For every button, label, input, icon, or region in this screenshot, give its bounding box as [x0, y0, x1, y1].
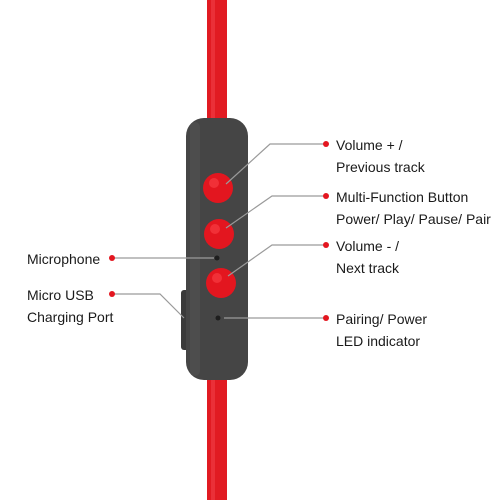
label-volume-up-line2: Previous track: [336, 159, 425, 175]
label-micro-usb: Micro USB Charging Port: [27, 284, 113, 328]
callout-multi-function: [225, 195, 326, 229]
label-multi-function-line2: Power/ Play/ Pause/ Pair: [336, 211, 491, 227]
label-volume-up-line1: Volume + /: [336, 137, 403, 153]
label-microphone: Microphone: [27, 248, 100, 270]
label-volume-down: Volume - / Next track: [336, 235, 399, 279]
led-indicator: [215, 315, 221, 321]
callout-dot-volume-down: [323, 242, 329, 248]
label-micro-usb-line1: Micro USB: [27, 287, 94, 303]
callout-volume-down: [227, 244, 326, 277]
cable-top: [207, 0, 227, 130]
label-microphone-line1: Microphone: [27, 251, 101, 267]
callout-volume-up: [225, 143, 326, 185]
label-volume-up: Volume + / Previous track: [336, 134, 425, 178]
label-micro-usb-line2: Charging Port: [27, 309, 114, 325]
volume-up-button: [203, 173, 233, 203]
volume-down-button: [206, 268, 236, 298]
callout-dot-microphone: [109, 255, 115, 261]
microphone-hole: [214, 255, 220, 261]
callout-dot-micro-usb: [109, 291, 115, 297]
remote-body: [186, 118, 248, 380]
label-pairing-led: Pairing/ Power LED indicator: [336, 308, 427, 352]
callout-micro-usb: [112, 293, 185, 319]
label-pairing-led-line1: Pairing/ Power: [336, 311, 428, 327]
callout-dot-volume-up: [323, 141, 329, 147]
label-pairing-led-line2: LED indicator: [336, 333, 421, 349]
label-volume-down-line2: Next track: [336, 260, 400, 276]
label-volume-down-line1: Volume - /: [336, 238, 400, 254]
label-multi-function: Multi-Function Button Power/ Play/ Pause…: [336, 186, 491, 230]
cable-bottom: [207, 370, 227, 500]
callout-lines: [112, 143, 326, 319]
label-multi-function-line1: Multi-Function Button: [336, 189, 469, 205]
callout-dot-pairing-led: [323, 315, 329, 321]
callout-dot-multi-function: [323, 193, 329, 199]
multi-function-button: [204, 219, 234, 249]
